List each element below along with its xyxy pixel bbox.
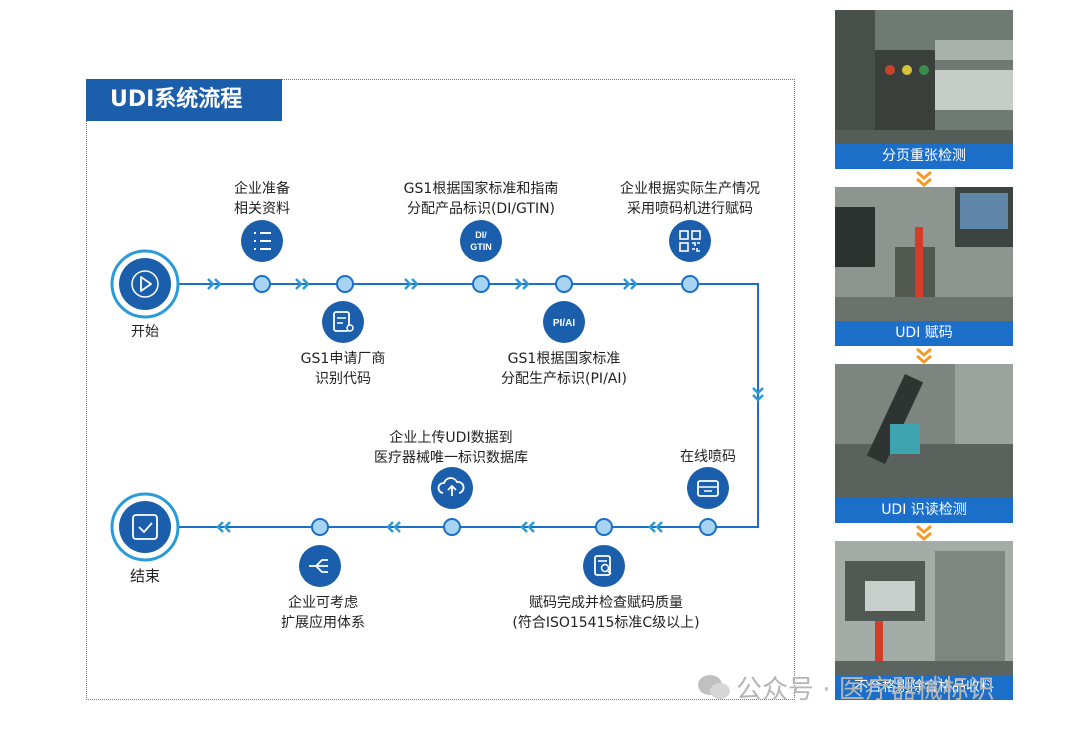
node-1 — [253, 275, 271, 293]
bottom-nodes — [311, 518, 717, 536]
list-icon — [241, 220, 283, 262]
di-gtin-badge: DI/ GTIN — [460, 220, 502, 262]
start-icon — [110, 249, 180, 319]
photo-page-check: 分页重张检测 — [835, 10, 1013, 169]
photo-caption: 不合格剔除合格品收料 — [835, 675, 1013, 700]
node-5 — [681, 275, 699, 293]
start-label: 开始 — [131, 324, 159, 340]
photo-udi-coding: UDI 赋码 — [835, 187, 1013, 346]
machine-photo-4 — [835, 541, 1013, 700]
wechat-icon — [698, 675, 730, 699]
node-9 — [311, 518, 329, 536]
svg-text:PI/AI: PI/AI — [553, 318, 575, 329]
photo-caption: UDI 赋码 — [835, 321, 1013, 346]
step-coding: 企业根据实际生产情况 采用喷码机进行赋码 — [620, 181, 760, 217]
node-4 — [555, 275, 573, 293]
pi-ai-badge: PI/AI — [543, 301, 585, 343]
photo-reject: 不合格剔除合格品收料 — [835, 541, 1013, 700]
top-nodes — [253, 275, 699, 293]
node-7 — [595, 518, 613, 536]
machine-photo-3 — [835, 364, 1013, 523]
machine-photo-2 — [835, 187, 1013, 346]
step-gs1-vendor: GS1申请厂商 识别代码 — [300, 351, 386, 387]
step-gs1-pi: GS1根据国家标准 分配生产标识(PI/AI) — [501, 351, 627, 387]
step-quality: 赋码完成并检查赋码质量 (符合ISO15415标准C级以上) — [512, 595, 700, 631]
step-gs1-di: GS1根据国家标准和指南 分配产品标识(DI/GTIN) — [403, 181, 559, 217]
printer-icon — [687, 467, 729, 509]
process-panel — [86, 79, 795, 700]
cloud-upload-icon — [431, 467, 473, 509]
step-prepare: 企业准备 相关资料 — [234, 181, 290, 217]
end-icon — [110, 492, 180, 562]
node-6 — [699, 518, 717, 536]
chevron-right-icons — [207, 278, 638, 290]
watermark: 公众号 · 医疗器械标识 — [736, 675, 995, 705]
step-upload: 企业上传UDI数据到 医疗器械唯一标识数据库 — [374, 430, 528, 466]
chevron-left-icons — [216, 521, 663, 533]
photo-caption: 分页重张检测 — [835, 144, 1013, 169]
step-online-print: 在线喷码 — [680, 449, 736, 465]
photo-caption: UDI 识读检测 — [835, 498, 1013, 523]
node-8 — [443, 518, 461, 536]
chevron-down-icon — [752, 387, 764, 402]
node-3 — [472, 275, 490, 293]
node-2 — [336, 275, 354, 293]
end-label: 结束 — [129, 567, 160, 585]
chevron-down-orange-icons — [916, 170, 932, 541]
panel-title: UDI系统流程 — [86, 79, 282, 121]
network-icon — [299, 545, 341, 587]
quality-check-icon — [583, 545, 625, 587]
qrcode-icon — [669, 220, 711, 262]
svg-text:GTIN: GTIN — [470, 242, 492, 252]
document-user-icon — [322, 301, 364, 343]
step-extend: 企业可考虑 扩展应用体系 — [281, 595, 365, 631]
photo-udi-read: UDI 识读检测 — [835, 364, 1013, 523]
svg-text:DI/: DI/ — [475, 230, 487, 240]
machine-photo-1 — [835, 10, 1013, 169]
